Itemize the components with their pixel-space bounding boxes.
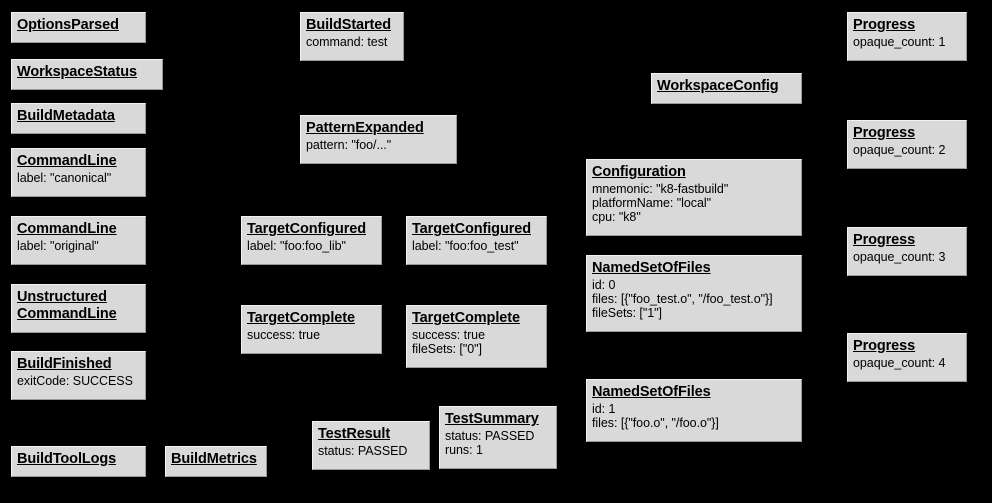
node-fields: status: PASSED runs: 1 (445, 428, 535, 457)
node-fields: mnemonic: "k8-fastbuild" platformName: "… (592, 181, 729, 225)
node-fields: label: "foo:foo_lib" (247, 238, 346, 253)
node-title: Progress (853, 338, 916, 354)
node-title: TestSummary (445, 411, 539, 427)
node-title: BuildStarted (306, 17, 392, 33)
node-title: TestResult (318, 426, 391, 442)
node-fields: success: true fileSets: ["0"] (412, 327, 485, 356)
node-build-metrics[interactable]: BuildMetrics (165, 446, 267, 477)
node-title: WorkspaceConfig (657, 78, 779, 94)
node-title: TargetConfigured (412, 221, 531, 237)
node-title: Progress (853, 17, 916, 33)
node-build-metadata[interactable]: BuildMetadata (11, 103, 146, 134)
node-fields: command: test (306, 34, 388, 49)
node-title: BuildMetadata (17, 108, 115, 124)
node-title: BuildMetrics (171, 451, 257, 467)
node-title: Unstructured CommandLine (17, 289, 117, 322)
node-title: OptionsParsed (17, 17, 119, 33)
node-fields: id: 1 files: [{"foo.o", "/foo.o"}] (592, 401, 719, 430)
node-fields: exitCode: SUCCESS (17, 373, 133, 388)
node-title: PatternExpanded (306, 120, 424, 136)
node-title: NamedSetOfFiles (592, 384, 711, 400)
node-fields: opaque_count: 4 (853, 355, 946, 370)
node-fields: label: "original" (17, 238, 99, 253)
node-title: TargetConfigured (247, 221, 366, 237)
node-build-tool-logs[interactable]: BuildToolLogs (11, 446, 146, 477)
node-title: BuildToolLogs (17, 451, 117, 467)
node-workspace-status[interactable]: WorkspaceStatus (11, 59, 163, 90)
node-title: Configuration (592, 164, 686, 180)
node-fields: id: 0 files: [{"foo_test.o", "/foo_test.… (592, 277, 773, 321)
node-title: WorkspaceStatus (17, 64, 137, 80)
node-title: BuildFinished (17, 356, 112, 372)
node-fields: opaque_count: 3 (853, 249, 946, 264)
node-fields: opaque_count: 2 (853, 142, 946, 157)
node-fields: label: "foo:foo_test" (412, 238, 519, 253)
node-title: CommandLine (17, 221, 117, 237)
node-title: NamedSetOfFiles (592, 260, 711, 276)
node-title: TargetComplete (247, 310, 355, 326)
node-fields: opaque_count: 1 (853, 34, 946, 49)
node-title: Progress (853, 232, 916, 248)
node-title: CommandLine (17, 153, 117, 169)
node-fields: pattern: "foo/..." (306, 137, 392, 152)
node-fields: success: true (247, 327, 320, 342)
node-workspace-config[interactable]: WorkspaceConfig (651, 73, 802, 104)
node-options-parsed[interactable]: OptionsParsed (11, 12, 146, 43)
node-fields: label: "canonical" (17, 170, 112, 185)
node-title: TargetComplete (412, 310, 520, 326)
node-title: Progress (853, 125, 916, 141)
node-fields: status: PASSED (318, 443, 408, 458)
node-unstructured-command-line[interactable]: Unstructured CommandLine (11, 284, 146, 333)
